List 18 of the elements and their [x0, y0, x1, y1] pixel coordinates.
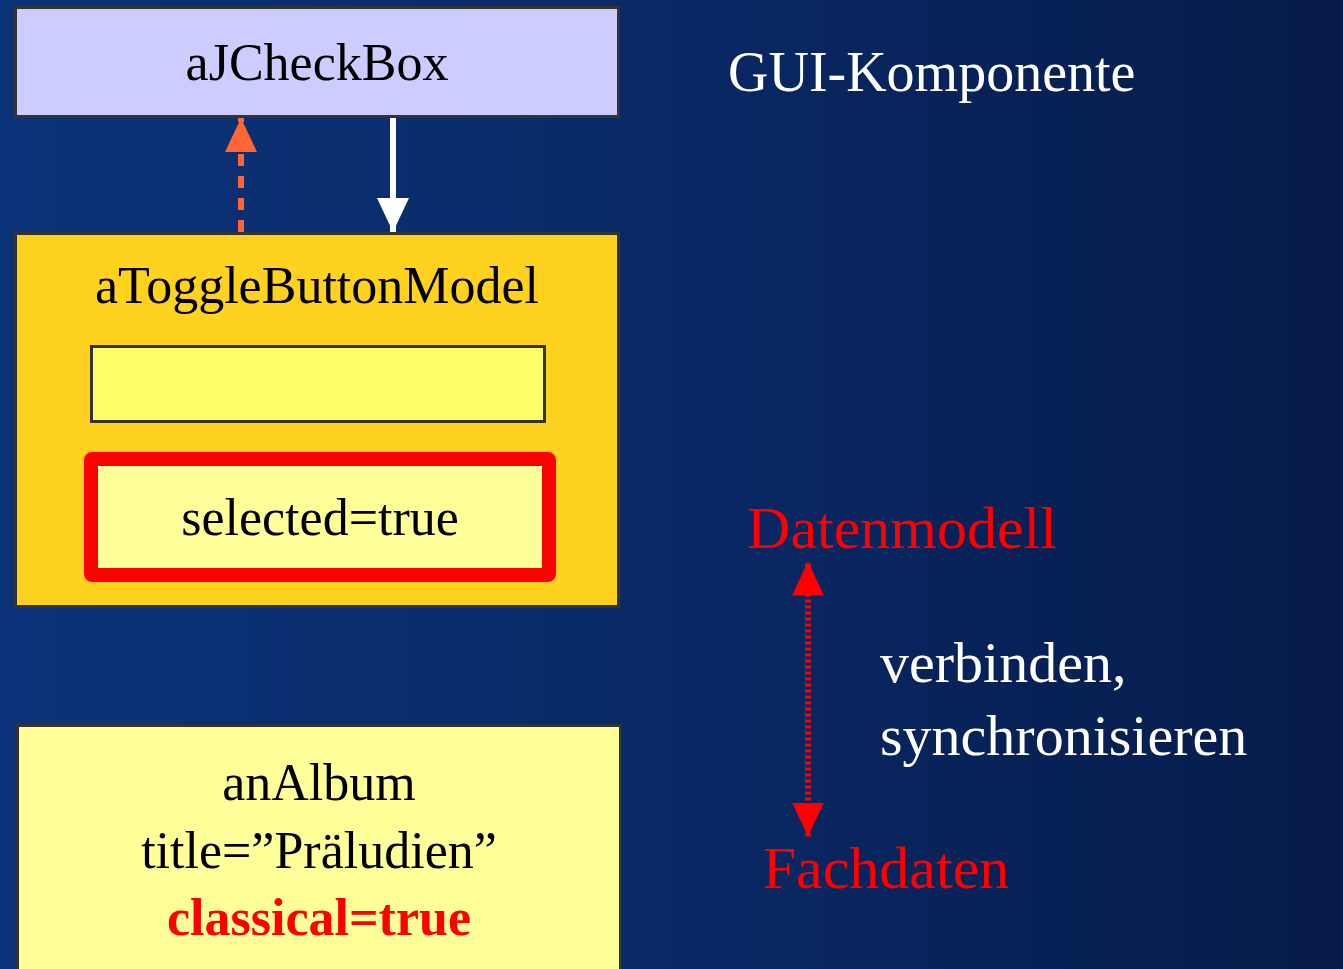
heading-label: GUI-Komponente: [728, 40, 1136, 105]
arrow: [377, 118, 409, 232]
attribute-box: [84, 452, 556, 582]
node-title: aToggleButtonModel: [94, 256, 540, 316]
node-label: Datenmodell: [747, 493, 1057, 563]
attribute-text: title=”Präludien”: [141, 820, 497, 881]
node-label: Fachdaten: [762, 833, 1010, 903]
node-title: aJCheckBox: [185, 32, 449, 93]
object-box: [16, 724, 622, 969]
node-title: selected=true: [181, 487, 459, 548]
arrow: [225, 118, 257, 232]
attribute-box: [90, 345, 546, 423]
edge-label: verbinden, synchronisieren: [880, 629, 1249, 770]
node-title: anAlbum: [222, 753, 416, 813]
object-box: [14, 6, 620, 118]
attribute-text: classical=true: [167, 888, 471, 949]
model-box: [14, 232, 620, 608]
arrow: [792, 561, 824, 837]
